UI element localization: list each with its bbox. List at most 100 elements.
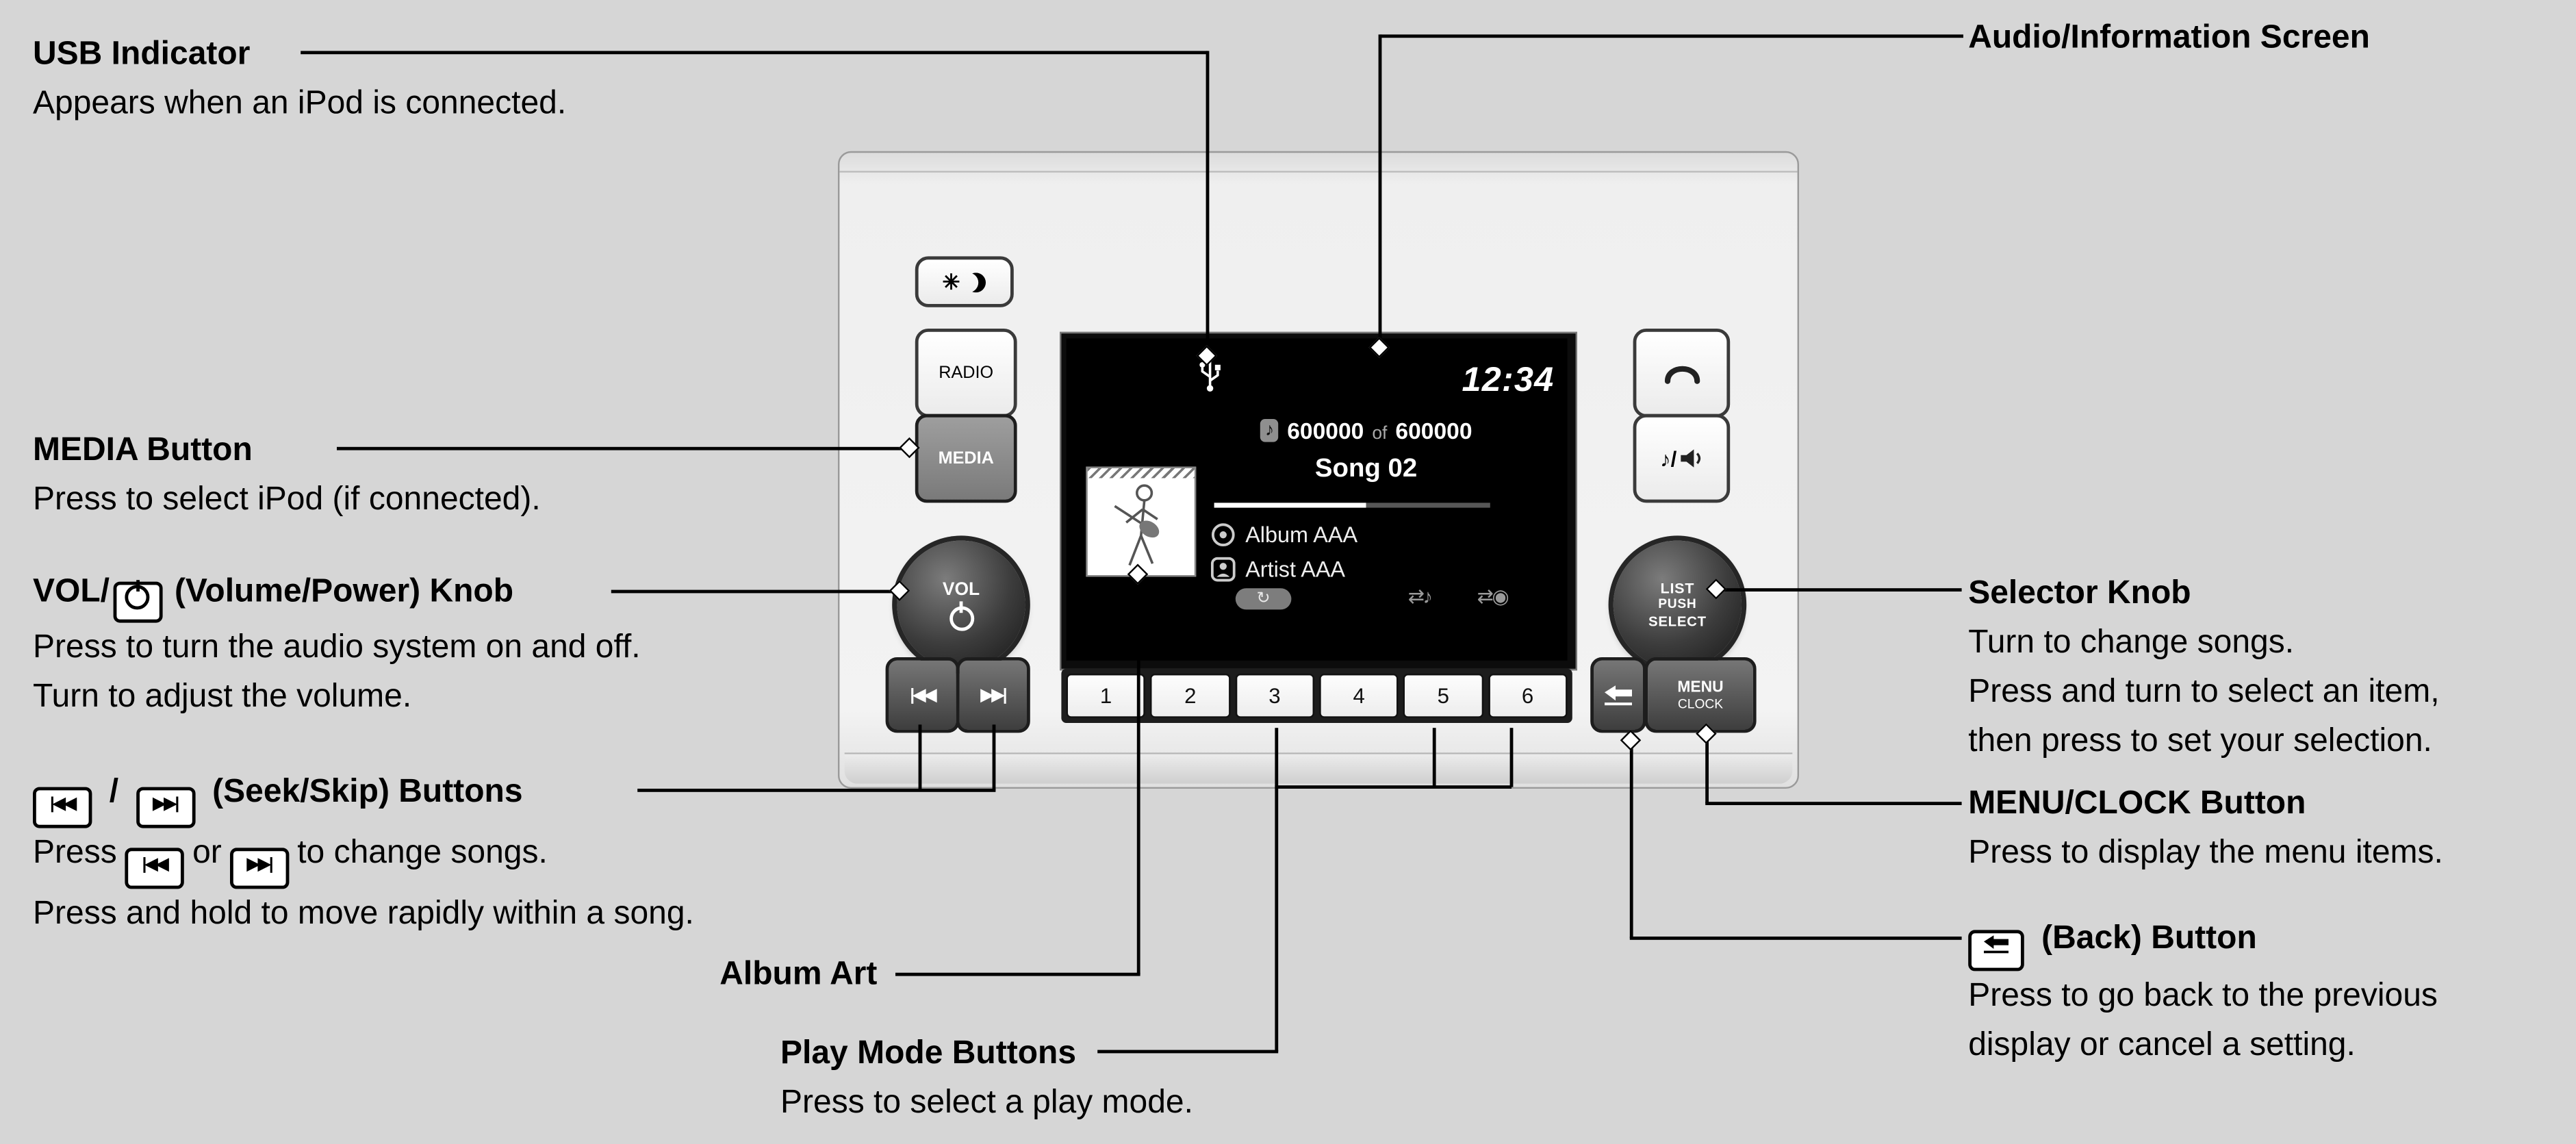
repeat-indicator-icon: ↻ [1235,588,1292,610]
preset-button-6: 6 [1488,674,1568,718]
seek-prev-icon-inline: |◀◀ [125,848,185,889]
selector-knob-desc3: then press to set your selection. [1968,723,2432,759]
speaker-icon [1680,449,1700,468]
selector-knob-desc2: Press and turn to select an item, [1968,674,2440,710]
selector-knob: LIST PUSH SELECT [1613,540,1742,669]
track-total: 600000 [1395,417,1472,444]
connector-line-usb-v [1206,51,1209,357]
selector-knob-title: Selector Knob [1968,575,2191,611]
volume-knob-desc1: Press to turn the audio system on and of… [33,629,641,666]
sound-note-icon: ♪/ [1660,446,1677,471]
connector-line-playmode-h2 [1275,785,1512,788]
sound-button: ♪/ [1633,414,1731,503]
callout-play-mode: Play Mode Buttons Press to select a play… [780,1028,1193,1127]
seek-skip-desc1: Press|◀◀or▶▶|to change songs. [33,828,694,889]
back-button-desc1: Press to go back to the previous [1968,978,2438,1014]
music-note-icon: ♪ [1260,419,1279,442]
back-title-suffix: (Back) Button [2032,920,2257,956]
preset-button-5: 5 [1403,674,1483,718]
power-icon-knob [949,600,973,631]
connector-line-playmode-v1 [1275,728,1278,1052]
seek-skip-title: |◀◀ / ▶▶| (Seek/Skip) Buttons [33,767,694,828]
seek-prev-button: |◀◀ [885,657,960,733]
preset-button-1: 1 [1066,674,1146,718]
preset-button-2: 2 [1150,674,1230,718]
shuffle-song-icon: ⇄♪ [1407,585,1433,609]
brightness-icon: ✳ [942,268,960,294]
connector-line-media [337,446,910,450]
back-button-icon [1605,685,1632,706]
connector-line-selector [1722,588,1962,591]
moon-icon [967,272,986,292]
usb-indicator-title: USB Indicator [33,36,251,73]
connector-line-vol [611,589,902,593]
connector-line-playmode-h [1097,1050,1279,1053]
phone-button [1633,329,1731,418]
back-button [1590,657,1646,733]
selector-knob-line3: SELECT [1648,613,1707,630]
connector-line-albumart-v [1136,578,1140,975]
seek-prev-icon: |◀◀ [33,787,92,828]
seek-skip-separator: / [100,774,128,811]
seek-next-button: ▶▶| [956,657,1030,733]
preset-button-4: 4 [1319,674,1399,718]
track-current: 600000 [1287,417,1364,444]
power-icon [112,580,162,623]
seek-next-icon-inline: ▶▶| [229,848,290,889]
media-button-desc: Press to select iPod (if connected). [33,481,541,518]
connector-line-playmode-v2 [1432,728,1436,787]
power-glyph [125,580,150,610]
connector-line-back-v [1629,742,1633,939]
play-mode-title: Play Mode Buttons [780,1035,1077,1071]
connector-line-albumart-h [895,972,1140,976]
progress-bar [1214,503,1490,508]
connector-line-screen-h [1380,34,1963,38]
shuffle-album-icon: ⇄◉ [1477,585,1509,609]
back-button-desc2: display or cancel a setting. [1968,1027,2356,1063]
album-disc-icon [1211,523,1235,547]
seek-skip-desc2: Press and hold to move rapidly within a … [33,895,694,932]
album-art-hatch [1087,468,1195,479]
menu-label: MENU [1677,678,1724,697]
artist-person-icon [1210,557,1236,582]
connector-line-seek-v2 [992,724,995,791]
seek-prev-glyph: |◀◀ [910,686,936,704]
clock-label: CLOCK [1677,696,1724,712]
seek-desc1-p3: to change songs. [297,835,548,871]
connector-line-screen-v [1378,34,1381,347]
track-counter: ♪ 600000 of 600000 [1182,418,1551,444]
volume-power-knob: VOL [897,540,1025,669]
callout-usb-indicator: USB Indicator Appears when an iPod is co… [33,29,566,128]
back-arrow-glyph [1984,935,2008,954]
callout-menu-clock: MENU/CLOCK Button Press to display the m… [1968,779,2443,878]
connector-line-seek-h [637,789,996,791]
selector-knob-line2: PUSH [1658,596,1697,611]
usb-indicator-desc: Appears when an iPod is connected. [33,85,567,122]
artist-name: Artist AAA [1245,557,1346,582]
back-button-title: (Back) Button [1968,913,2438,971]
song-title: Song 02 [1314,455,1418,483]
volume-knob-title-suffix: (Volume/Power) Knob [165,573,514,610]
callout-audio-info-screen: Audio/Information Screen [1968,19,2370,56]
play-mode-desc: Press to select a play mode. [780,1084,1193,1121]
menu-clock-title: MENU/CLOCK Button [1968,785,2306,822]
clock-display: 12:34 [1462,361,1555,400]
callout-back-button: (Back) Button Press to go back to the pr… [1968,913,2438,1069]
media-button-title: MEDIA Button [33,432,253,468]
brightness-button: ✳ [915,256,1014,307]
volume-knob-desc2: Turn to adjust the volume. [33,678,412,715]
seek-desc1-p2: or [192,835,222,871]
phone-icon [1663,366,1700,384]
callout-selector-knob: Selector Knob Turn to change songs. Pres… [1968,568,2439,765]
callout-album-art: Album Art [719,956,878,993]
connector-line-usb-h [301,51,1208,53]
audio-head-unit: ✳ RADIO MEDIA VOL |◀◀ ▶▶| [838,151,1799,789]
artist-row: Artist AAA [1210,557,1346,582]
volume-knob-title: VOL/ (Volume/Power) Knob [33,567,641,623]
seek-next-glyph: ▶▶| [980,686,1008,704]
back-icon [1968,930,2024,971]
media-button: MEDIA [915,414,1017,503]
seek-next-icon: ▶▶| [136,787,195,828]
seek-desc1-p1: Press [33,835,117,871]
connector-line-menu-v [1705,736,1708,804]
